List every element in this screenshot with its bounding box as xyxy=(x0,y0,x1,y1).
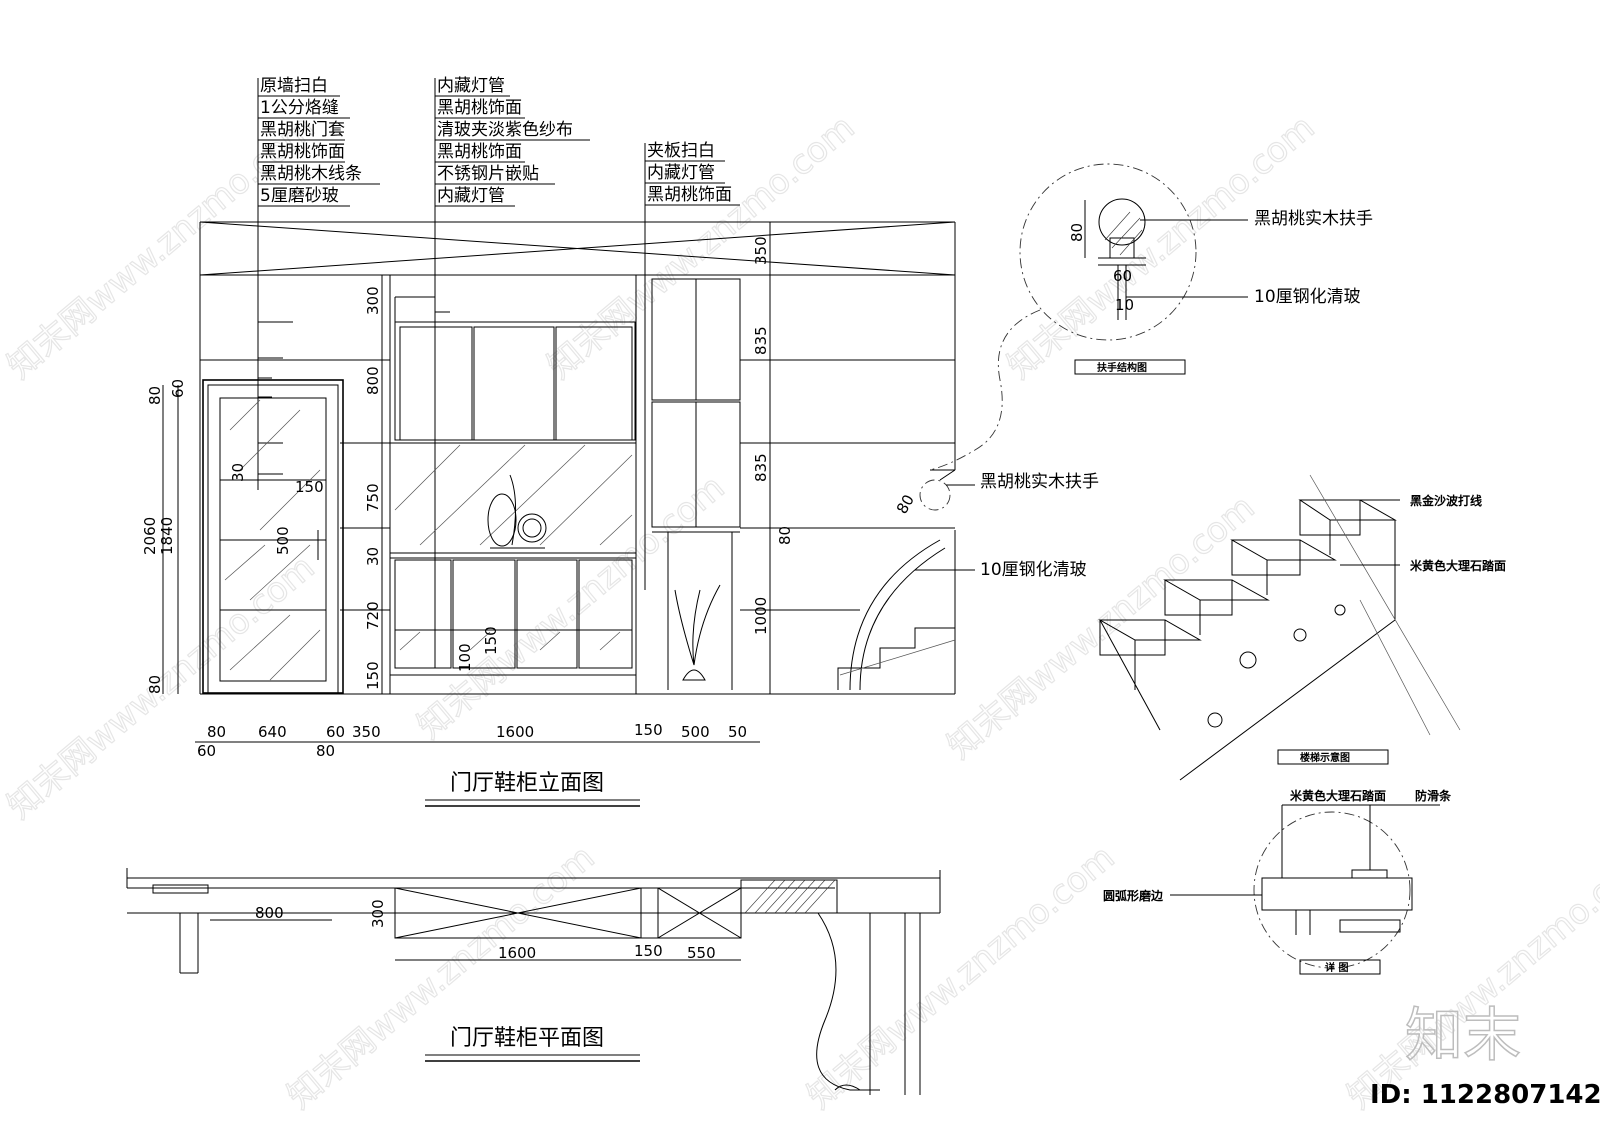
note-right-1: 夹板扫白 xyxy=(647,141,715,161)
note-mid-5: 不锈钢片嵌贴 xyxy=(437,164,539,184)
handrail-label-2: 10厘钢化清玻 xyxy=(1254,287,1361,307)
dim-bot-80: 80 xyxy=(207,723,226,741)
handrail-label-1: 黑胡桃实木扶手 xyxy=(1254,209,1373,229)
stair-caption: 楼梯示意图 xyxy=(1300,751,1350,764)
brand-logo: 知末 xyxy=(1405,1001,1521,1069)
dim-cab-150a: 150 xyxy=(482,626,500,655)
dim-door-150: 150 xyxy=(295,478,324,496)
plan-hatch xyxy=(744,879,836,914)
stair-label-1: 黑金沙波打线 xyxy=(1410,493,1482,508)
plan-view: 800 300 1600 150 550 门厅鞋柜平面图 xyxy=(126,868,941,1095)
plan-dim-550: 550 xyxy=(687,944,716,962)
dim-cab-150b: 150 xyxy=(364,661,382,690)
note-mid-6: 内藏灯管 xyxy=(437,186,505,206)
handrail-dim-60: 60 xyxy=(1113,267,1132,285)
rail-dim: 80 xyxy=(893,491,918,517)
note-mid-3: 清玻夹淡紫色纱布 xyxy=(437,120,573,140)
dim-right-350: 350 xyxy=(752,236,770,265)
dim-bot-150: 150 xyxy=(634,721,663,739)
watermark-url-5: 知末网www.znzmo.com xyxy=(410,467,732,746)
dim-cab-800: 800 xyxy=(364,366,382,395)
dim-bot-350: 350 xyxy=(352,723,381,741)
dim-bot-640: 640 xyxy=(258,723,287,741)
image-id: ID: 1122807142 xyxy=(1370,1080,1600,1110)
notes-left: 原墙扫白 1公分烙缝 黑胡桃门套 黑胡桃饰面 黑胡桃木线条 5厘磨砂玻 xyxy=(257,76,380,490)
tread-label-2: 防滑条 xyxy=(1415,788,1452,803)
plan-title: 门厅鞋柜平面图 xyxy=(450,1026,604,1051)
note-left-2: 1公分烙缝 xyxy=(260,98,339,118)
dim-left-2060: 2060 xyxy=(141,517,159,555)
dim-bot-500: 500 xyxy=(681,723,710,741)
dims-left: 80 60 2060 1840 80 30 150 500 xyxy=(141,379,324,694)
plan-dim-150: 150 xyxy=(634,942,663,960)
plan-dim-800: 800 xyxy=(255,904,284,922)
plan-dim-300: 300 xyxy=(369,899,387,928)
dim-right-80: 80 xyxy=(776,526,794,545)
stair-label-2: 米黄色大理石踏面 xyxy=(1410,558,1506,573)
watermark-layer: 知末网www.znzmo.com 知末网www.znzmo.com 知末网www… xyxy=(0,107,1600,1118)
notes-mid: 内藏灯管 黑胡桃饰面 清玻夹淡紫色纱布 黑胡桃饰面 不锈钢片嵌贴 内藏灯管 xyxy=(434,76,590,668)
dim-left-1840: 1840 xyxy=(158,517,176,555)
dim-cab-750: 750 xyxy=(364,483,382,512)
tread-label-1: 米黄色大理石踏面 xyxy=(1290,788,1386,803)
door xyxy=(202,379,344,694)
note-right-3: 黑胡桃饰面 xyxy=(647,185,732,205)
dim-door-30: 30 xyxy=(229,463,247,482)
note-mid-4: 黑胡桃饰面 xyxy=(437,142,522,162)
watermark-url-9: 知末网www.znzmo.com xyxy=(1340,837,1600,1116)
dim-bot-60b: 60 xyxy=(197,742,216,760)
dims-right: 350 835 835 80 1000 xyxy=(752,222,794,694)
note-left-4: 黑胡桃饰面 xyxy=(260,142,345,162)
dims-cabinet: 300 800 750 30 720 100 150 150 xyxy=(364,275,500,694)
dim-right-835a: 835 xyxy=(752,326,770,355)
dims-bottom: 80 640 60 350 1600 150 500 50 60 80 xyxy=(195,721,760,760)
note-left-3: 黑胡桃门套 xyxy=(260,120,345,140)
shoe-cabinet xyxy=(389,275,637,694)
tread-caption: 详 图 xyxy=(1325,961,1348,974)
dim-left-80b: 80 xyxy=(146,675,164,694)
watermark-url-8: 知末网www.znzmo.com xyxy=(800,837,1122,1116)
watermark-url-7: 知末网www.znzmo.com xyxy=(280,837,602,1116)
dim-cab-30: 30 xyxy=(364,547,382,566)
dim-right-835b: 835 xyxy=(752,453,770,482)
stair-note-2: 10厘钢化清玻 xyxy=(980,560,1087,580)
handrail-dim-10: 10 xyxy=(1115,296,1134,314)
note-left-1: 原墙扫白 xyxy=(260,76,328,96)
dim-door-500: 500 xyxy=(274,526,292,555)
dim-bot-80b: 80 xyxy=(316,742,335,760)
dim-bot-50: 50 xyxy=(728,723,747,741)
dim-bot-1600: 1600 xyxy=(496,723,534,741)
handrail-caption: 扶手结构图 xyxy=(1097,361,1147,374)
watermark-url-3: 知末网www.znzmo.com xyxy=(1000,107,1322,386)
stair-note-1: 黑胡桃实木扶手 xyxy=(980,472,1099,492)
dim-cab-100: 100 xyxy=(456,643,474,672)
note-right-2: 内藏灯管 xyxy=(647,163,715,183)
dim-cab-720: 720 xyxy=(364,601,382,630)
note-left-6: 5厘磨砂玻 xyxy=(260,186,339,206)
dim-bot-60: 60 xyxy=(326,723,345,741)
dim-left-80: 80 xyxy=(146,386,164,405)
stair-detail: 黑金沙波打线 米黄色大理石踏面 楼梯示意图 xyxy=(1098,474,1506,781)
note-left-5: 黑胡桃木线条 xyxy=(260,164,362,184)
plan-dim-1600: 1600 xyxy=(498,944,536,962)
dim-cab-300: 300 xyxy=(364,286,382,315)
notes-right: 夹板扫白 内藏灯管 黑胡桃饰面 xyxy=(644,141,740,590)
tall-cabinet xyxy=(651,278,741,690)
watermark-url-6: 知末网www.znzmo.com xyxy=(940,487,1262,766)
note-mid-2: 黑胡桃饰面 xyxy=(437,98,522,118)
note-mid-1: 内藏灯管 xyxy=(437,76,505,96)
dim-right-1000: 1000 xyxy=(752,597,770,635)
dim-left-60: 60 xyxy=(169,379,187,398)
handrail-dim-80: 80 xyxy=(1068,223,1086,242)
tread-label-3: 圆弧形磨边 xyxy=(1103,888,1164,903)
handrail-detail: 80 60 10 黑胡桃实木扶手 10厘钢化清玻 扶手结构图 xyxy=(929,163,1373,471)
tread-detail: 米黄色大理石踏面 防滑条 圆弧形磨边 详 图 xyxy=(1103,788,1452,975)
elevation-title: 门厅鞋柜立面图 xyxy=(450,771,604,796)
